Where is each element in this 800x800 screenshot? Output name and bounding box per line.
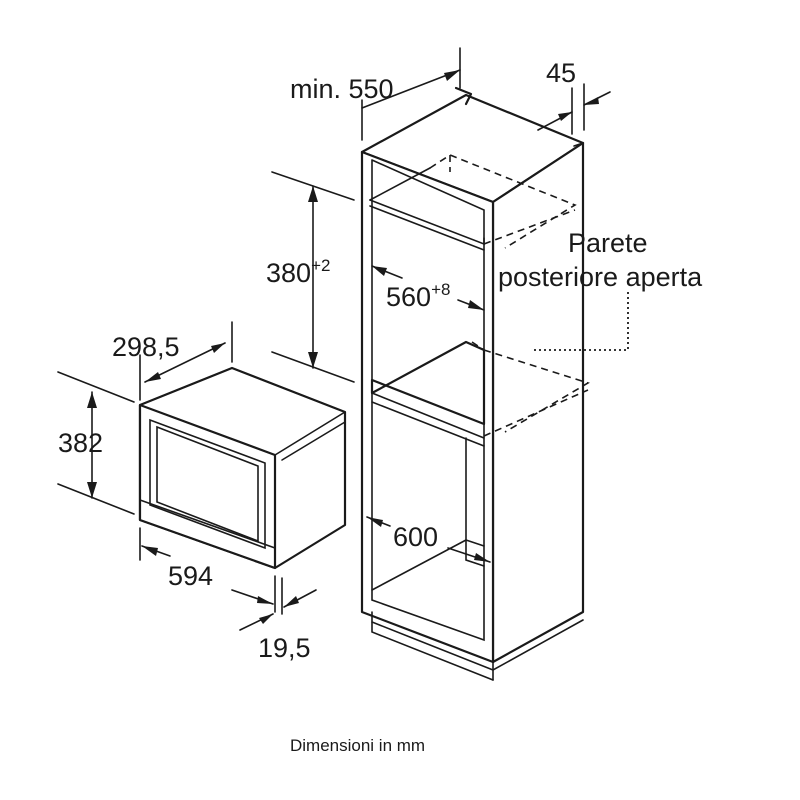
appliance-depth-label: 298,5 <box>112 332 180 362</box>
cabinet-width-label: 600 <box>393 522 438 552</box>
cabinet-depth-label: min. 550 <box>290 74 394 104</box>
niche-height-label: 380+2 <box>266 256 330 288</box>
appliance-height-label: 382 <box>58 428 103 458</box>
niche-width-value: 560 <box>386 282 431 312</box>
microwave-appliance <box>138 366 347 570</box>
open-back-label-line2: posteriore aperta <box>498 262 703 292</box>
open-back-label-line1: Parete <box>568 228 648 258</box>
dimension-lines <box>57 47 629 631</box>
niche-width-tolerance: +8 <box>431 280 450 299</box>
appliance-width-label: 594 <box>168 561 213 591</box>
side-panel-label: 45 <box>546 58 576 88</box>
front-thickness-label: 19,5 <box>258 633 311 663</box>
niche-height-tolerance: +2 <box>311 256 330 275</box>
niche-height-value: 380 <box>266 258 311 288</box>
niche-width-label: 560+8 <box>386 280 450 312</box>
units-caption: Dimensioni in mm <box>290 736 425 755</box>
tall-cabinet <box>360 86 590 681</box>
